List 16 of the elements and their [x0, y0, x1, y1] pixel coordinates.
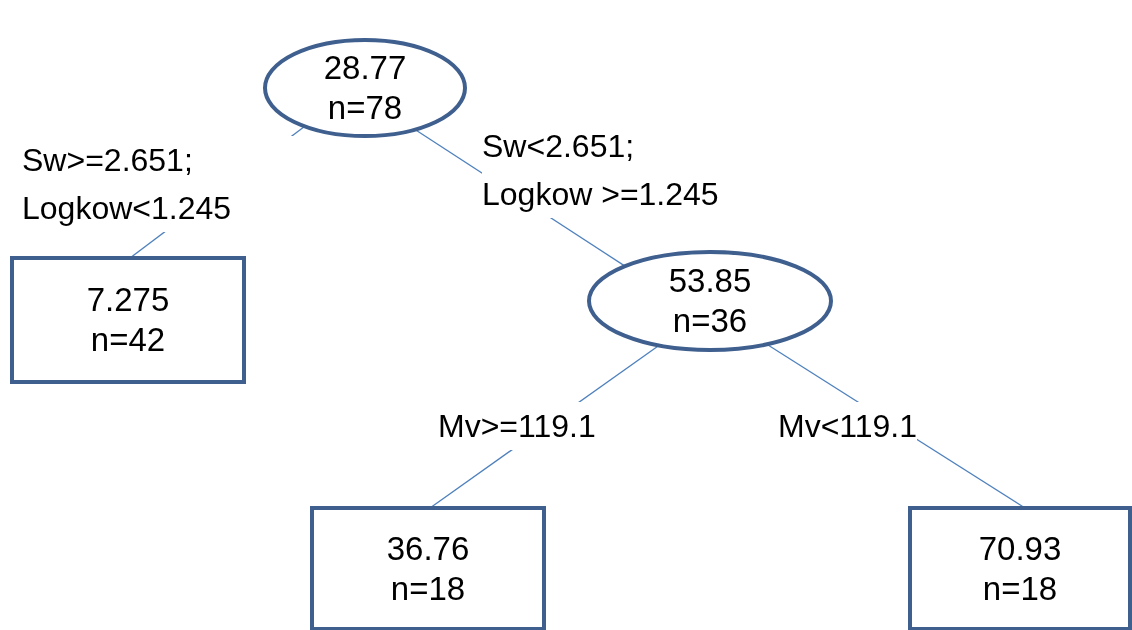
sample-count: n=36: [672, 301, 748, 341]
node-value: 36.76: [386, 528, 470, 569]
leaf-node-box: [312, 508, 544, 629]
split-condition-label: Mv>=119.1: [438, 402, 596, 450]
sample-count: n=78: [327, 88, 403, 128]
split-node-ellipse: [265, 40, 465, 136]
node-value: 53.85: [668, 261, 752, 301]
leaf-node-box: [12, 258, 244, 382]
sample-count: n=42: [90, 320, 166, 360]
split-node-ellipse: [589, 252, 831, 350]
node-value: 28.77: [323, 48, 407, 88]
sample-count: n=18: [982, 568, 1058, 609]
sample-count: n=18: [390, 568, 466, 609]
leaf-node-box: [910, 508, 1130, 629]
node-value: 70.93: [978, 528, 1062, 569]
node-value: 7.275: [86, 280, 170, 320]
